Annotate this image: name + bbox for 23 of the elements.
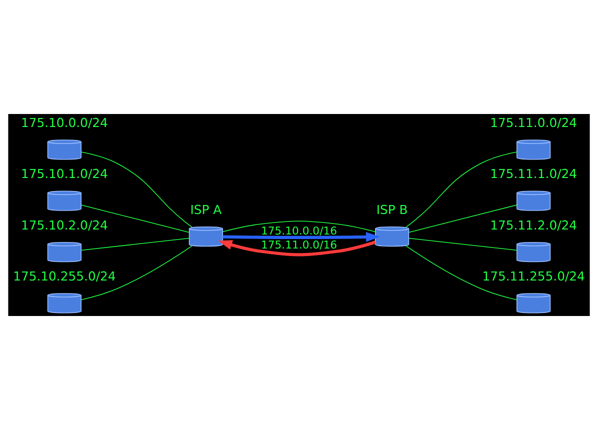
arrow [222, 232, 380, 242]
node-label: 175.11.255.0/24 [482, 268, 585, 284]
edge-label: 175.10.0.0/16 [260, 224, 338, 237]
connector [406, 151, 518, 228]
connector [80, 204, 190, 232]
connector [222, 220, 376, 232]
connector [408, 237, 518, 250]
node-label: 175.11.1.0/24 [490, 166, 578, 181]
node-label: 175.10.1.0/24 [20, 166, 108, 181]
node-label: ISP B [376, 201, 408, 216]
connector [408, 204, 518, 232]
edge-label: 175.11.0.0/16 [260, 238, 338, 251]
connector [80, 244, 192, 300]
connector [80, 151, 192, 228]
node-label: 175.10.255.0/24 [13, 268, 116, 284]
node-label: 175.11.0.0/24 [490, 114, 578, 130]
node-label: ISP A [190, 201, 222, 216]
node-label: 175.10.2.0/24 [20, 216, 108, 232]
arrow [218, 240, 376, 256]
node-label: 175.10.0.0/24 [20, 114, 108, 130]
node-label: 175.11.2.0/24 [490, 216, 578, 232]
connector [406, 244, 518, 300]
connector [80, 237, 190, 250]
